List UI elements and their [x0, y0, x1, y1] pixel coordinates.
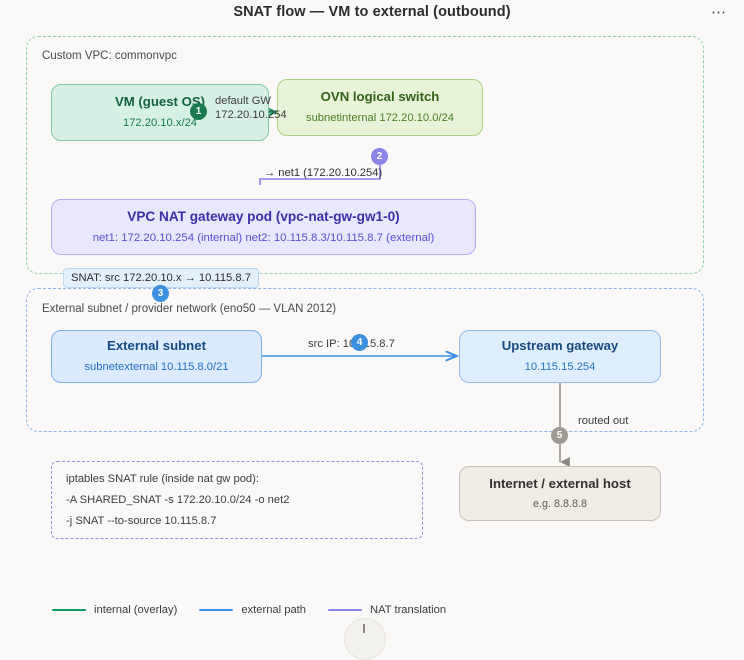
vpc-group-frame	[26, 36, 704, 274]
step-badge-1: 1	[190, 103, 207, 120]
edge-label-default-gw: default GW 172.20.10.254	[215, 95, 287, 121]
node-external-subnet[interactable]: External subnet subnetexternal 10.115.8.…	[51, 330, 262, 383]
legend-swatch-nat-icon	[328, 608, 363, 612]
iptables-note-line-2: -A SHARED_SNAT -s 172.20.10.0/24 -o net2	[66, 494, 290, 506]
legend-item-internal: internal (overlay)	[52, 604, 177, 616]
node-internet-subtitle: e.g. 8.8.8.8	[532, 498, 588, 511]
step-badge-3: 3	[152, 285, 169, 302]
node-upstream-gateway[interactable]: Upstream gateway 10.115.15.254	[459, 330, 661, 383]
diagram-canvas: SNAT flow — VM to external (outbound) ⋯ …	[26, 3, 727, 660]
legend-label-external: external path	[241, 604, 307, 616]
node-internet-title: Internet / external host	[489, 475, 631, 491]
legend-swatch-external-icon	[199, 608, 234, 612]
edge-label-routed-out: routed out	[578, 415, 629, 427]
node-ovn-subtitle: subnetinternal 172.20.10.0/24	[305, 111, 455, 124]
iptables-note-line-1: iptables SNAT rule (inside nat gw pod):	[66, 473, 259, 485]
node-ovn-title: OVN logical switch	[320, 89, 440, 105]
iptables-note-line-3: -j SNAT --to-source 10.115.8.7	[66, 515, 217, 527]
scroll-affordance-tick-icon	[363, 624, 365, 633]
node-vm[interactable]: VM (guest OS) 172.20.10.x/24	[51, 84, 269, 141]
node-nat-gw-title: VPC NAT gateway pod (vpc-nat-gw-gw1-0)	[127, 208, 400, 224]
legend: internal (overlay) external path NAT tra…	[52, 604, 446, 616]
node-vm-subtitle: 172.20.10.x/24	[122, 116, 198, 129]
legend-swatch-internal-icon	[52, 608, 86, 612]
node-nat-gateway-pod[interactable]: VPC NAT gateway pod (vpc-nat-gw-gw1-0) n…	[51, 199, 476, 255]
legend-label-internal: internal (overlay)	[94, 604, 178, 616]
more-options-icon[interactable]: ⋯	[711, 3, 727, 21]
legend-label-nat: NAT translation	[370, 604, 447, 616]
node-upstream-gateway-title: Upstream gateway	[501, 338, 619, 354]
external-group-frame	[26, 288, 704, 432]
legend-item-nat: NAT translation	[328, 604, 446, 616]
iptables-note: iptables SNAT rule (inside nat gw pod): …	[51, 461, 423, 539]
page-title: SNAT flow — VM to external (outbound)	[233, 4, 511, 20]
vpc-group-label: Custom VPC: commonvpc	[42, 50, 177, 62]
scroll-affordance-circle[interactable]	[344, 618, 386, 660]
external-group-label: External subnet / provider network (eno5…	[42, 303, 337, 315]
edge-label-net1: → net1 (172.20.10.254)	[264, 167, 383, 179]
step-badge-5: 5	[551, 427, 568, 444]
step-badge-4: 4	[351, 334, 368, 351]
node-internet-host[interactable]: Internet / external host e.g. 8.8.8.8	[459, 466, 661, 521]
node-nat-gw-subtitle: net1: 172.20.10.254 (internal) net2: 10.…	[92, 231, 435, 244]
edge-label-snat: SNAT: src 172.20.10.x → 10.115.8.7	[63, 268, 259, 288]
node-vm-title: VM (guest OS)	[114, 94, 206, 110]
legend-item-external: external path	[199, 604, 306, 616]
node-upstream-gateway-subtitle: 10.115.15.254	[524, 360, 596, 373]
node-external-subnet-title: External subnet	[107, 338, 206, 354]
node-ovn-logical-switch[interactable]: OVN logical switch subnetinternal 172.20…	[277, 79, 483, 136]
node-external-subnet-subtitle: subnetexternal 10.115.8.0/21	[84, 360, 229, 373]
step-badge-2: 2	[371, 148, 388, 165]
